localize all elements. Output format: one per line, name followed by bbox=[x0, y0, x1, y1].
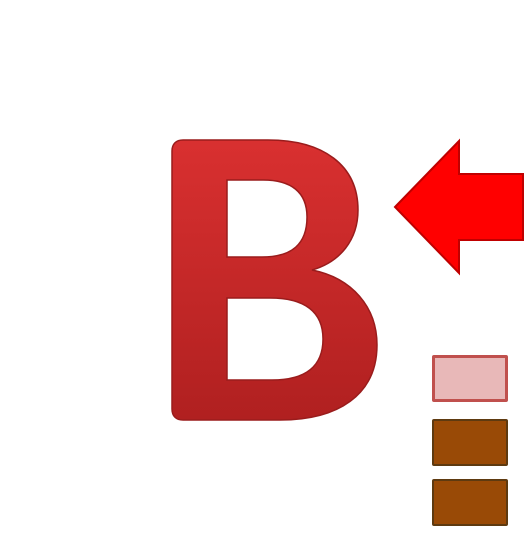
brown-swatch bbox=[432, 479, 508, 526]
brown-swatch bbox=[432, 419, 508, 466]
letter-b-shape bbox=[171, 139, 378, 421]
light-pink-swatch bbox=[432, 355, 508, 402]
